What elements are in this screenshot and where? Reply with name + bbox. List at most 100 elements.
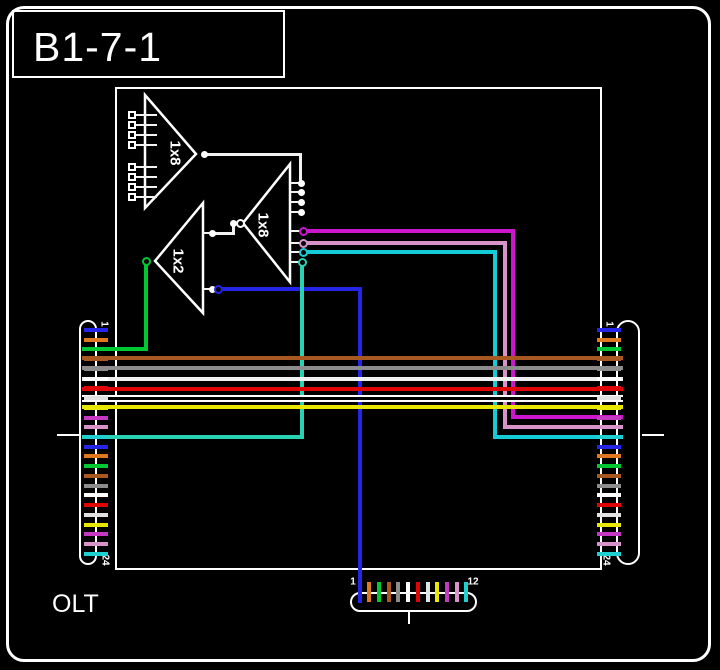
right-connector-fiber-stub-orange (597, 337, 621, 342)
left-connector[interactable] (79, 320, 97, 565)
left-connector-fiber-stub-brown (84, 357, 108, 362)
left-connector-fiber-stub-yellow (84, 522, 108, 527)
splitter-small-shape[interactable] (153, 199, 205, 317)
blue-drop-feed-segment (219, 287, 362, 291)
splitter-mid-port-stub (290, 229, 301, 233)
splitter-mid-shape[interactable] (241, 160, 292, 286)
splitter-mid-port-stub (290, 190, 301, 194)
mid-port4-dot (297, 208, 305, 216)
bottom-connector-first-label: 1 (350, 576, 356, 588)
rose-branch-segment (303, 241, 507, 245)
violet-branch-segment (511, 229, 515, 419)
rose-branch-segment (503, 425, 623, 429)
right-connector-fiber-stub-red (597, 386, 621, 391)
right-connector-fiber-stub-orange (597, 454, 621, 459)
small-port2-dot (208, 285, 216, 293)
right-connector-first-label: 1 (603, 321, 615, 327)
splitter-top-port-terminator-square (128, 131, 136, 139)
bottom-connector-fiber-stub-aqua (464, 582, 469, 602)
splitter-top-port-stub (136, 113, 157, 117)
right-connector-fiber-stub-green (597, 464, 621, 469)
left-connector-first-label: 1 (98, 321, 110, 327)
right-mid-tick-segment (641, 433, 665, 437)
left-connector-fiber-stub-brown (84, 473, 108, 478)
splitter-top-port-terminator-square (128, 183, 136, 191)
right-connector-fiber-stub-rose (597, 425, 621, 430)
splitter-top-apex-dot (200, 150, 208, 158)
bottom-connector-fiber-stub-red (415, 582, 420, 602)
bottom-connector-fiber-stub-green (376, 582, 381, 602)
splitter-mid-port-stub (290, 210, 301, 214)
right-connector-fiber-stub-brown (597, 473, 621, 478)
right-connector-fiber-stub-blue (597, 328, 621, 332)
bottom-center-tick-segment (407, 610, 411, 625)
splitter-chain-link-segment (231, 221, 235, 235)
right-connector-fiber-stub-black (597, 396, 621, 401)
splitter-small-label: 1x2 (169, 248, 187, 274)
trunk-black-segment (82, 394, 623, 402)
right-connector-fiber-stub-violet (597, 532, 621, 537)
right-connector-fiber-stub-slate (597, 366, 621, 371)
splitter-top-port-stub (136, 165, 157, 169)
splitter-top-port-stub (136, 123, 157, 127)
left-connector-fiber-stub-slate (84, 366, 108, 371)
left-connector-fiber-stub-red (84, 386, 108, 391)
splitter-top-port-terminator-square (128, 141, 136, 149)
trunk-brown-segment (82, 356, 623, 360)
splitter-mid-port-stub (290, 250, 301, 254)
splitter-top-port-terminator-square (128, 173, 136, 181)
right-connector-fiber-stub-red (597, 503, 621, 508)
splitter-top-shape[interactable] (143, 91, 198, 212)
splitter-small-apex-ring (141, 256, 151, 266)
mid-port2-dot (297, 188, 305, 196)
splitter-mid-port-stub (290, 181, 301, 185)
right-connector-fiber-stub-violet (597, 415, 621, 420)
right-connector-fiber-stub-white (597, 376, 621, 381)
left-connector-fiber-stub-blue (84, 328, 108, 332)
right-connector-fiber-stub-aqua (597, 551, 621, 556)
trunk-slate-segment (82, 366, 623, 370)
bottom-connector-fiber-stub-white (406, 582, 411, 602)
olt-label: OLT (52, 590, 99, 618)
bottom-connector-fiber-stub-brown (386, 582, 391, 602)
title-box (12, 10, 285, 78)
aqua-branch-left-segment (82, 435, 304, 439)
bottom-connector-fiber-stub-yellow (435, 582, 440, 602)
splitter-top-port-stub (136, 195, 157, 199)
left-connector-fiber-stub-rose (84, 542, 108, 547)
splitter-chain-link-segment (210, 231, 235, 235)
aqua-branch-right-segment (493, 435, 623, 439)
violet-branch-segment (303, 229, 515, 233)
trunk-red-segment (82, 387, 623, 391)
bottom-connector[interactable] (350, 592, 477, 612)
aqua-connector-ring-a (298, 247, 308, 257)
left-connector-fiber-stub-slate (84, 483, 108, 488)
right-connector-fiber-stub-aqua (597, 435, 621, 440)
splitter-mid-port-stub (290, 241, 301, 245)
left-connector-fiber-stub-orange (84, 454, 108, 459)
left-connector-fiber-stub-violet (84, 532, 108, 537)
left-connector-fiber-stub-green (84, 464, 108, 469)
bottom-connector-fiber-stub-black (425, 582, 430, 602)
outer-border (6, 6, 711, 662)
right-connector[interactable] (616, 320, 640, 565)
splitter-top-output-link-segment (202, 152, 302, 156)
left-connector-fiber-stub-aqua (84, 435, 108, 440)
left-connector-last-label: 24 (99, 554, 111, 566)
right-connector-fiber-stub-green (597, 347, 621, 352)
splitter-top-port-stub (136, 185, 157, 189)
trunk-white-segment (82, 377, 623, 381)
rose-branch-segment (503, 241, 507, 429)
left-mid-tick-segment (56, 433, 81, 437)
left-connector-fiber-stub-green (84, 347, 108, 352)
splitter-top-output-link-segment (298, 152, 302, 185)
splitter-mid-apex-ring (235, 218, 245, 228)
small-port1-dot (208, 229, 216, 237)
violet-connector-ring (298, 226, 308, 236)
rose-connector-ring (298, 238, 308, 248)
splitter-small-port-stub (203, 287, 212, 291)
right-connector-fiber-stub-slate (597, 483, 621, 488)
left-connector-fiber-stub-aqua (84, 551, 108, 556)
left-connector-fiber-stub-white (84, 376, 108, 381)
